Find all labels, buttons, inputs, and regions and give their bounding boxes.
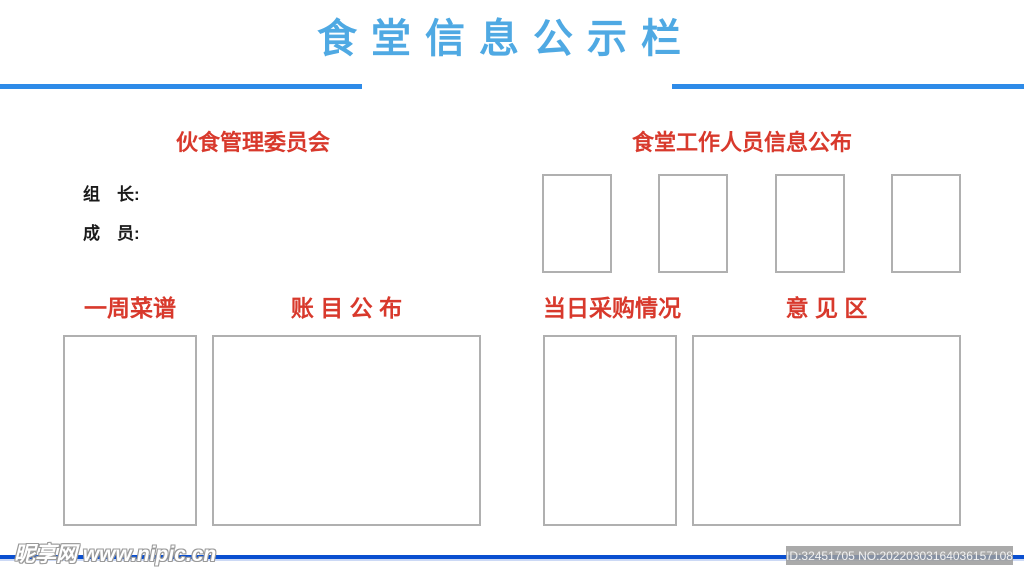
image-id-bar: ID:32451705 NO:20220303164036157108 <box>786 546 1013 565</box>
staff-photo-placeholder-2 <box>658 174 728 273</box>
staff-photo-placeholder-4 <box>891 174 961 273</box>
opinions-box <box>692 335 961 526</box>
accounts-box <box>212 335 481 526</box>
members-label: 成 员: <box>83 224 140 243</box>
committee-heading: 伙食管理委员会 <box>175 130 330 155</box>
staff-heading: 食堂工作人员信息公布 <box>631 130 852 155</box>
leader-label: 组 长: <box>83 185 140 204</box>
top-divider-right <box>672 84 1024 89</box>
image-id-text: ID:32451705 NO:20220303164036157108 <box>786 548 1013 563</box>
site-watermark: 昵享网 www.nipic.cn <box>14 543 217 566</box>
daily-purchase-box <box>543 335 677 526</box>
accounts-heading: 账 目 公 布 <box>290 295 403 321</box>
weekly-menu-heading: 一周菜谱 <box>84 295 176 321</box>
top-divider-left <box>0 84 362 89</box>
bottom-divider-line <box>0 555 1024 559</box>
staff-photo-placeholder-1 <box>542 174 612 273</box>
page-title: 食 堂 信 息 公 示 栏 <box>317 16 683 61</box>
daily-purchase-heading: 当日采购情况 <box>543 295 681 321</box>
bottom-divider-glow <box>0 559 1024 561</box>
opinions-heading: 意 见 区 <box>785 295 868 321</box>
weekly-menu-box <box>63 335 197 526</box>
staff-photo-placeholder-3 <box>775 174 845 273</box>
